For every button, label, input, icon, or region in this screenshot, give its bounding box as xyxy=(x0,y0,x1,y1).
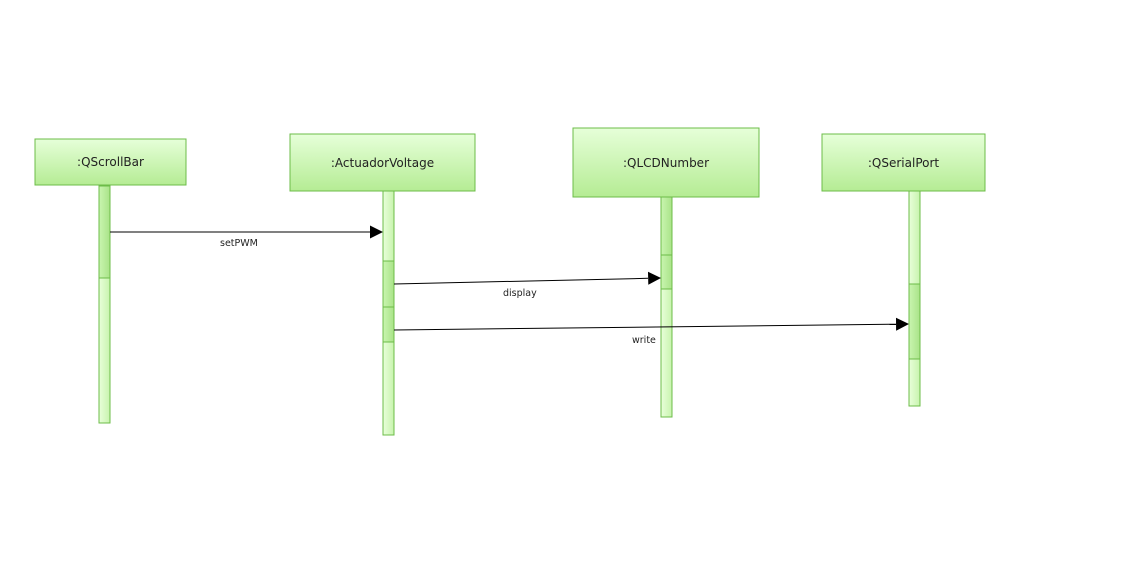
object-actuadorvoltage[interactable]: :ActuadorVoltage xyxy=(289,133,476,192)
object-box xyxy=(821,133,986,192)
lifeline-qlcdnumber xyxy=(660,196,673,418)
activation-bar xyxy=(908,283,921,360)
activation-bar xyxy=(660,196,673,256)
arrowhead-icon xyxy=(648,271,661,285)
message-arrow-line xyxy=(393,277,649,285)
arrowhead-icon xyxy=(896,317,909,331)
object-label: :QSerialPort xyxy=(868,156,940,170)
lifeline-actuadorvoltage xyxy=(382,190,395,436)
object-label: :ActuadorVoltage xyxy=(331,156,434,170)
object-label: :QLCDNumber xyxy=(623,156,709,170)
object-box xyxy=(34,138,187,186)
object-box xyxy=(572,127,760,198)
activation-bar xyxy=(98,185,111,279)
activation-bar xyxy=(382,306,395,343)
object-box xyxy=(289,133,476,192)
lifeline-qscrollbar xyxy=(98,185,111,424)
message-arrow-line xyxy=(393,323,897,331)
message-label: display xyxy=(503,288,537,299)
message-setpwm[interactable]: setPWM xyxy=(110,225,383,250)
object-qscrollbar[interactable]: :QScrollBar xyxy=(34,138,187,186)
activation-bar xyxy=(98,277,111,424)
activation-bar xyxy=(908,358,921,407)
lifeline-qserialport xyxy=(908,190,921,407)
activation-bar xyxy=(660,288,673,418)
message-display[interactable]: display xyxy=(393,271,661,299)
activation-bar xyxy=(382,260,395,308)
activation-bar xyxy=(908,190,921,285)
activation-bar xyxy=(660,254,673,290)
activation-bar xyxy=(382,341,395,436)
message-write[interactable]: write xyxy=(393,317,909,346)
object-qserialport[interactable]: :QSerialPort xyxy=(821,133,986,192)
object-qlcdnumber[interactable]: :QLCDNumber xyxy=(572,127,760,198)
message-label: setPWM xyxy=(220,238,258,249)
object-label: :QScrollBar xyxy=(77,155,144,169)
message-label: write xyxy=(632,335,656,346)
arrowhead-icon xyxy=(370,225,383,239)
activation-bar xyxy=(382,190,395,262)
